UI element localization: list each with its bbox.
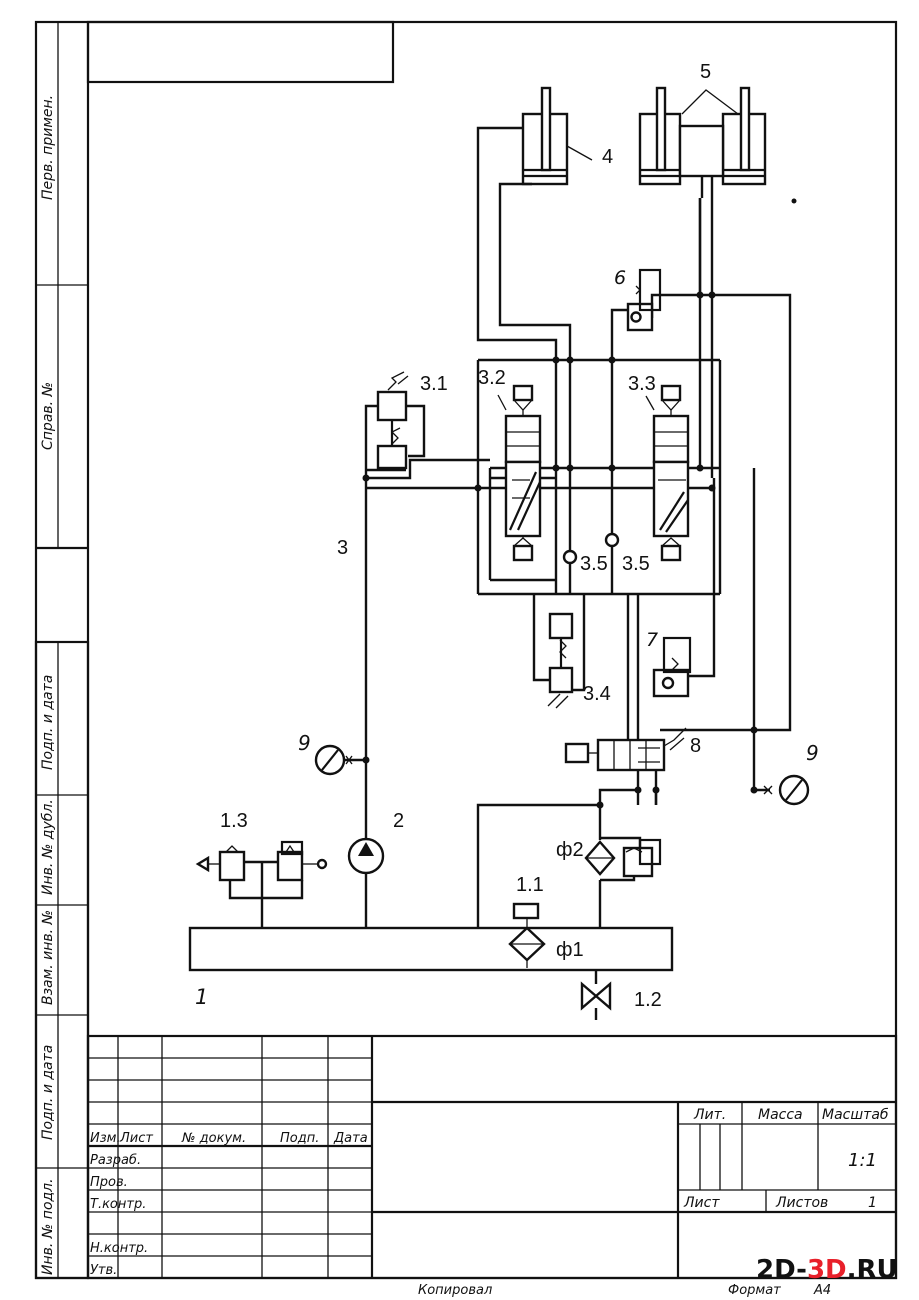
label-check-7: 7 [646, 629, 658, 651]
stamp-podp-data-1: Подп. и дата [40, 675, 56, 770]
cylinder-5-right [721, 86, 767, 186]
title-block [86, 1034, 898, 1280]
footer-copied: Копировал [418, 1283, 492, 1298]
gauge-9-left [314, 744, 353, 776]
col-izm: Изм. [90, 1131, 121, 1146]
label-tank: 1 [195, 985, 208, 1009]
lit-header: Лит. [693, 1107, 726, 1123]
row-razrab: Разраб. [90, 1153, 141, 1168]
sheets-label: Листов [775, 1195, 828, 1211]
watermark-part-2: 3D [807, 1255, 847, 1285]
label-gauge-9-right: 9 [806, 741, 819, 765]
sheet-label: Лист [683, 1195, 720, 1211]
footer-format: Формат [728, 1283, 781, 1298]
sheets-value: 1 [868, 1195, 877, 1211]
tank-1 [188, 926, 674, 972]
check-valve-3-5-b [604, 532, 620, 548]
label-pump: 2 [393, 810, 404, 832]
junction-dots [362, 291, 758, 809]
label-filter-f1: ф1 [556, 939, 584, 961]
filter-f1 [508, 902, 546, 968]
stamp-podp-data-2: Подп. и дата [40, 1045, 56, 1140]
relief-valve-3-4 [547, 612, 574, 709]
stamp-inv-podl: Инв. № подл. [40, 1178, 56, 1275]
label-cyl-5: 5 [700, 61, 711, 83]
directional-valve-3-3 [645, 384, 690, 562]
label-valve-3-3: 3.3 [628, 373, 656, 395]
drain-valve-1-2 [580, 970, 612, 1020]
sheet-frame [34, 20, 898, 1280]
distributor-8 [564, 727, 687, 772]
masshtab-header: Масштаб [822, 1107, 889, 1123]
watermark-part-1: 2D- [756, 1255, 807, 1285]
row-prov: Пров. [90, 1175, 128, 1190]
stamp-perv-primen: Перв. примен. [40, 95, 56, 200]
stamp-sprav-no: Справ. № [40, 382, 56, 450]
title-block-texts: Изм. Лист № докум. Подп. Дата Разраб. Пр… [90, 1107, 889, 1278]
col-podp: Подп. [280, 1131, 319, 1146]
pump-2 [347, 837, 385, 875]
label-check-3-5-b: 3.5 [622, 553, 650, 575]
filter-f2 [584, 838, 662, 878]
col-data: Дата [333, 1131, 368, 1146]
label-check-3-5-a: 3.5 [580, 553, 608, 575]
diagram-labels: 1 2 3 3.1 3.2 3.3 3.4 3.5 3.5 4 5 6 7 8 … [195, 61, 819, 1011]
label-valve-3-2: 3.2 [478, 367, 506, 389]
stamp-vzam-inv: Взам. инв. № [40, 910, 56, 1005]
breather-1-3 [195, 840, 328, 882]
stray-mark [791, 198, 797, 204]
label-drain-1-2: 1.2 [634, 989, 662, 1011]
row-utv: Утв. [90, 1263, 117, 1278]
cylinder-4 [521, 86, 593, 186]
label-gauge-9-left: 9 [298, 731, 311, 755]
label-distributor-8: 8 [690, 735, 701, 757]
check-valve-3-5-a [562, 549, 578, 565]
massa-header: Масса [758, 1107, 803, 1123]
directional-valve-3-2 [488, 384, 556, 582]
label-valve-3-1: 3.1 [420, 373, 448, 395]
watermark-part-3: .RU [847, 1255, 898, 1285]
label-check-6: 6 [614, 267, 626, 289]
relief-valve-3-1 [376, 371, 409, 470]
label-breather-1-3: 1.3 [220, 810, 248, 832]
row-tkontr: Т.контр. [90, 1197, 146, 1212]
label-valve-3-4: 3.4 [583, 683, 611, 705]
label-filter-f2: ф2 [556, 839, 584, 861]
col-list: Лист [119, 1131, 153, 1146]
footer-format-value: А4 [813, 1283, 831, 1298]
col-doc: № докум. [181, 1131, 246, 1146]
watermark-logo: 2D-3D.RU [756, 1255, 898, 1285]
scale-value: 1:1 [848, 1150, 877, 1171]
cylinder-5-bridge [678, 89, 739, 198]
cylinder-5-left [638, 86, 682, 186]
label-level-1-1: 1.1 [516, 874, 544, 896]
label-line-3: 3 [337, 537, 348, 559]
row-nkontr: Н.контр. [90, 1241, 148, 1256]
stamp-inv-dubl: Инв. № дубл. [40, 799, 56, 895]
gauge-9-right [763, 774, 810, 806]
label-cyl-4: 4 [602, 146, 613, 168]
check-valve-6 [626, 268, 662, 332]
check-valve-7 [652, 636, 692, 698]
